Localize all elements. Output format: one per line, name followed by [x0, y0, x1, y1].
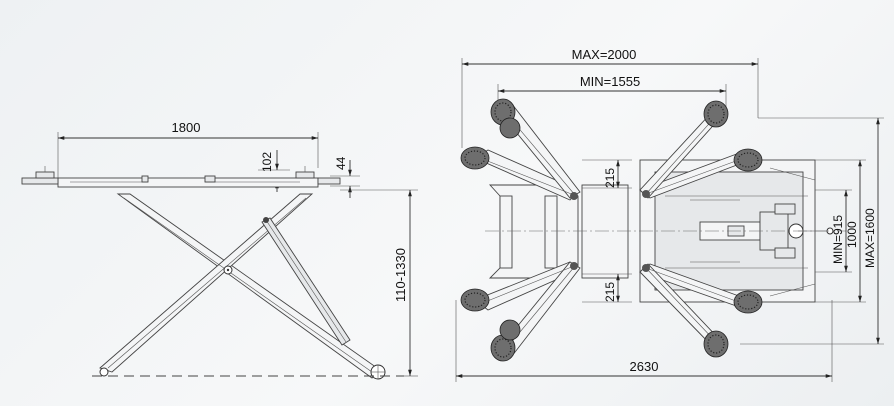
top-view: MAX=2000 MIN=1555: [455, 47, 884, 382]
pad-top-right-outer: [733, 148, 763, 172]
dim-max-track: MAX=1600: [740, 117, 884, 345]
dim-inner-track: 1000: [815, 159, 866, 303]
dim-total-length: 2630: [455, 300, 833, 382]
dim-arm-gap-top: 215: [582, 159, 632, 189]
label-platform-length: 1800: [172, 120, 201, 135]
label-pad-height: 102: [260, 152, 274, 172]
label-platform-height: 44: [334, 156, 348, 170]
label-inner-track: 1000: [845, 221, 859, 248]
label-max-track: MAX=1600: [863, 208, 877, 268]
dim-platform-length: 1800: [57, 120, 319, 182]
pad-top-right-inner: [703, 100, 729, 128]
label-total-length: 2630: [630, 359, 659, 374]
pad-bottom-right-inner: [703, 330, 729, 358]
label-min-track: MIN=915: [831, 215, 845, 264]
side-view: 1800 102 44: [21, 120, 418, 380]
dim-max-width: MAX=2000: [461, 47, 759, 148]
label-max-width: MAX=2000: [572, 47, 637, 62]
dim-min-width: MIN=1555: [497, 74, 727, 110]
dim-platform-height: 44: [330, 156, 360, 198]
side-platform: [21, 166, 341, 188]
dim-arm-gap-bottom: 215: [582, 273, 632, 303]
label-min-width: MIN=1555: [580, 74, 640, 89]
pad-top-left-outer: [460, 146, 490, 170]
pad-bottom-left-outer: [460, 288, 490, 312]
label-arm-gap-bottom: 215: [603, 282, 617, 302]
dim-lift-height: 110-1330: [340, 189, 418, 377]
side-scissor: [99, 193, 386, 380]
pad-bottom-left-mid: [499, 319, 521, 341]
arm-pads: [460, 98, 763, 362]
pad-top-left-mid: [499, 117, 521, 139]
pad-bottom-right-outer: [733, 290, 763, 314]
label-arm-gap-top: 215: [603, 168, 617, 188]
label-lift-height: 110-1330: [393, 248, 408, 302]
dim-min-track: MIN=915: [815, 189, 852, 273]
